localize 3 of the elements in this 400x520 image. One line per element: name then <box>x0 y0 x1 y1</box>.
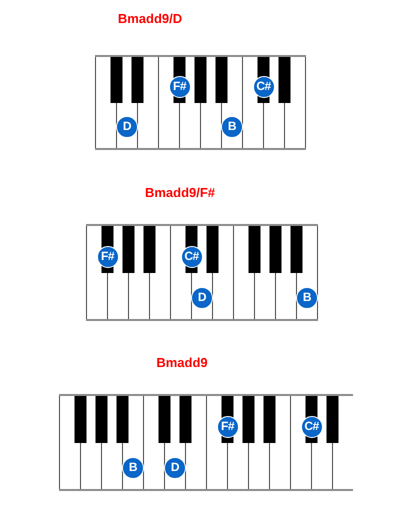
chord-name: Bmadd9/D <box>118 11 182 26</box>
chord-name: Bmadd9 <box>156 355 208 370</box>
chord-name: Bmadd9/F# <box>144 185 216 200</box>
